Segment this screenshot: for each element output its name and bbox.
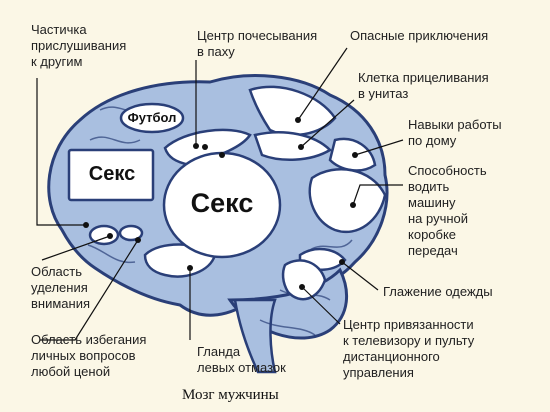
label-housework: Навыки работы по дому (408, 117, 502, 148)
label-excuses: Гланда левых отмазок (197, 344, 286, 375)
label-top-left: Частичка прислушивания к другим (31, 22, 127, 69)
region-tv (281, 259, 327, 301)
region-attention-2 (118, 224, 144, 242)
region-danger (248, 85, 337, 137)
brainstem (233, 298, 277, 374)
region-aim (253, 131, 333, 161)
label-avoid: Область избегания личных вопросов любой … (31, 332, 147, 379)
label-driving: Способность водить машину на ручной коро… (408, 163, 487, 258)
label-attention: Область уделения внимания (31, 264, 90, 311)
label-center-top: Центр почесывания в паху (197, 28, 318, 59)
region-football-label: Футбол (127, 110, 177, 125)
pointer-dots (83, 117, 358, 290)
region-sex-small-label: Секс (88, 163, 136, 185)
region-sex-big-label: Секс (190, 188, 254, 218)
region-sex-small (67, 148, 155, 202)
label-top-right: Опасные приключения (350, 28, 489, 43)
region-attention (88, 224, 120, 246)
region-football (119, 102, 185, 134)
diagram-caption: Мозг мужчины (182, 387, 279, 403)
pointer-lines (36, 47, 404, 341)
label-tv: Центр привязанности к телевизору и пульт… (343, 317, 475, 380)
label-ironing: Глажение одежды (383, 284, 493, 299)
label-aim-cell: Клетка прицеливания в унитаз (358, 70, 489, 101)
